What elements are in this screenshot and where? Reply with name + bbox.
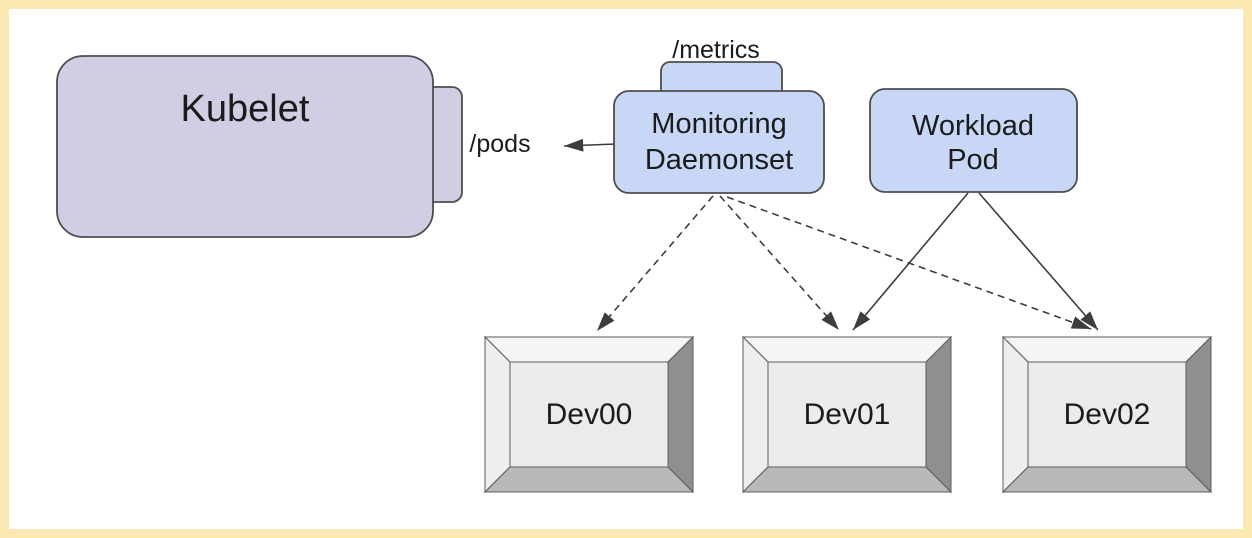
edge-monitoring-to-dev01 <box>719 195 840 331</box>
workload-pod-box <box>869 88 1078 193</box>
edge-workload-to-dev02 <box>978 192 1099 331</box>
kubelet-box <box>56 55 434 238</box>
edges-layer <box>563 138 1099 332</box>
device-dev01: Dev01 <box>742 336 952 493</box>
node-kubelet: Kubelet <box>56 55 463 238</box>
monitoring-label-line1: Monitoring <box>651 108 786 140</box>
monitoring-label-line2: Daemonset <box>645 144 793 176</box>
pods-endpoint-label: /pods <box>469 130 530 158</box>
edge-monitoring-to-dev00 <box>596 195 714 332</box>
workload-label-line1: Workload <box>912 110 1034 142</box>
node-monitoring-daemonset: Monitoring Daemonset <box>613 61 825 194</box>
workload-label-line2: Pod <box>947 144 999 176</box>
monitoring-daemonset-box <box>613 90 825 194</box>
device-dev00-label: Dev00 <box>546 398 633 431</box>
metrics-endpoint-label: /metrics <box>672 36 760 64</box>
edge-workload-to-dev01 <box>852 192 969 331</box>
device-dev01-label: Dev01 <box>804 398 891 431</box>
device-dev02: Dev02 <box>1002 336 1212 493</box>
edge-monitoring-to-pods <box>563 138 617 152</box>
node-workload-pod: Workload Pod <box>869 88 1078 193</box>
kubelet-label: Kubelet <box>181 88 310 130</box>
device-dev00: Dev00 <box>484 336 694 493</box>
device-dev02-label: Dev02 <box>1064 398 1151 431</box>
